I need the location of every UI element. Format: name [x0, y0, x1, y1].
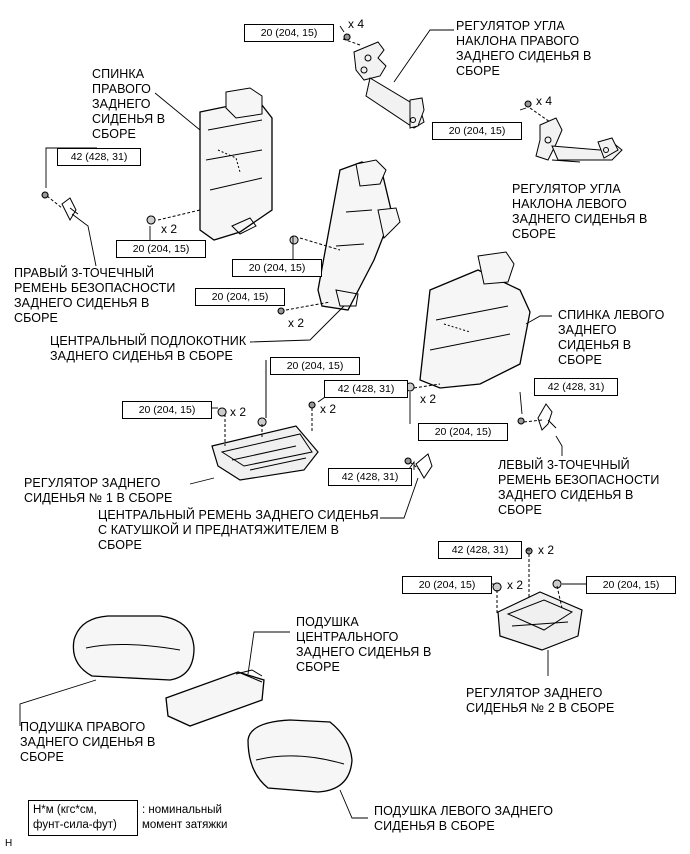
left-cushion-part	[247, 719, 353, 793]
torque-box: 20 (204, 15)	[232, 259, 322, 277]
torque-box: 20 (204, 15)	[418, 423, 508, 441]
quantity-label: x 2	[320, 402, 337, 416]
adjuster-2-part	[497, 591, 583, 651]
quantity-label: x 2	[161, 222, 178, 236]
right-recliner-part	[353, 41, 425, 129]
quantity-label: x 4	[348, 17, 365, 31]
torque-box: 20 (204, 15)	[586, 576, 676, 594]
figure-code: H	[5, 838, 13, 849]
quantity-label: x 2	[420, 392, 437, 406]
right-belt-part	[41, 191, 79, 222]
adjuster-1-part	[211, 425, 319, 481]
torque-box: 42 (428, 31)	[438, 541, 522, 559]
quantity-label: x 2	[288, 316, 305, 330]
label-left-cushion: ПОДУШКА ЛЕВОГО ЗАДНЕГО СИДЕНЬЯ В СБОРЕ	[374, 804, 554, 833]
label-adjuster-1: РЕГУЛЯТОР ЗАДНЕГО СИДЕНЬЯ № 1 В СБОРЕ	[24, 476, 173, 505]
right-cushion-part	[72, 615, 195, 681]
label-right-belt: ПРАВЫЙ 3-ТОЧЕЧНЫЙ РЕМЕНЬ БЕЗОПАСНОСТИ ЗА…	[14, 266, 176, 325]
left-seatback-part	[419, 251, 531, 389]
label-right-cushion: ПОДУШКА ПРАВОГО ЗАДНЕГО СИДЕНЬЯ В СБОРЕ	[20, 720, 156, 764]
torque-box: 20 (204, 15)	[122, 401, 212, 419]
label-right-recliner: РЕГУЛЯТОР УГЛА НАКЛОНА ПРАВОГО ЗАДНЕГО С…	[456, 19, 592, 78]
left-belt-part	[517, 403, 557, 431]
label-center-armrest: ЦЕНТРАЛЬНЫЙ ПОДЛОКОТНИК ЗАДНЕГО СИДЕНЬЯ …	[50, 334, 247, 363]
label-right-seatback: СПИНКА ПРАВОГО ЗАДНЕГО СИДЕНЬЯ В СБОРЕ	[92, 67, 166, 141]
torque-box: 42 (428, 31)	[534, 378, 618, 396]
legend-description: : номинальный момент затяжки	[142, 804, 228, 831]
quantity-label: x 2	[507, 578, 524, 592]
torque-box: 20 (204, 15)	[244, 24, 334, 42]
label-center-cushion: ПОДУШКА ЦЕНТРАЛЬНОГО ЗАДНЕГО СИДЕНЬЯ В С…	[296, 615, 432, 674]
torque-box: 20 (204, 15)	[432, 122, 522, 140]
torque-box: 42 (428, 31)	[57, 148, 141, 166]
label-center-belt: ЦЕНТРАЛЬНЫЙ РЕМЕНЬ ЗАДНЕГО СИДЕНЬЯ С КАТ…	[98, 508, 379, 552]
legend-unit-box: Н*м (кгс*см, фунт-сила-фут)	[28, 800, 138, 836]
label-left-seatback: СПИНКА ЛЕВОГО ЗАДНЕГО СИДЕНЬЯ В СБОРЕ	[558, 308, 665, 367]
quantity-label: x 4	[536, 94, 553, 108]
torque-box: 20 (204, 15)	[195, 288, 285, 306]
label-left-recliner: РЕГУЛЯТОР УГЛА НАКЛОНА ЛЕВОГО ЗАДНЕГО СИ…	[512, 182, 648, 241]
torque-box: 20 (204, 15)	[270, 357, 360, 375]
label-adjuster-2: РЕГУЛЯТОР ЗАДНЕГО СИДЕНЬЯ № 2 В СБОРЕ	[466, 686, 615, 715]
center-cushion-part	[165, 669, 265, 727]
center-armrest-part	[317, 159, 401, 311]
quantity-label: x 2	[538, 543, 555, 557]
right-seatback-part	[199, 87, 273, 241]
torque-box: 42 (428, 31)	[324, 380, 408, 398]
torque-box: 20 (204, 15)	[116, 240, 206, 258]
center-belt-part	[404, 453, 433, 479]
label-left-belt: ЛЕВЫЙ 3-ТОЧЕЧНЫЙ РЕМЕНЬ БЕЗОПАСНОСТИ ЗАД…	[498, 458, 660, 517]
left-recliner-part	[535, 117, 623, 161]
torque-box: 42 (428, 31)	[328, 468, 412, 486]
torque-box: 20 (204, 15)	[402, 576, 492, 594]
quantity-label: x 2	[230, 405, 247, 419]
